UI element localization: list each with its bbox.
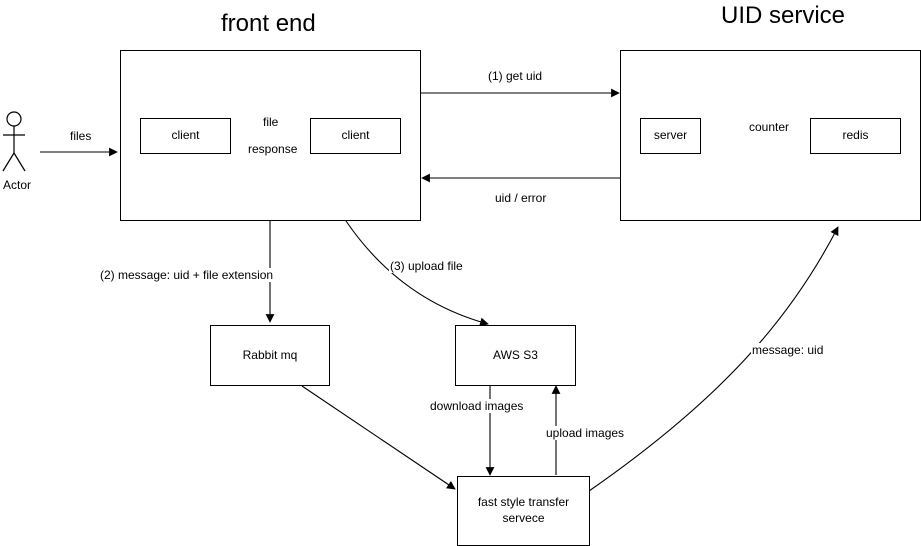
label-message-uid: message: uid	[751, 343, 825, 357]
label-counter: counter	[749, 120, 790, 134]
node-aws-s3: AWS S3	[455, 325, 576, 386]
actor-label: Actor	[3, 178, 32, 192]
title-front-end: front end	[221, 10, 316, 37]
label-upload-images: upload images	[545, 426, 626, 440]
title-uid-service: UID service	[721, 2, 846, 29]
node-client-right: client	[310, 118, 401, 154]
label-message-ext: (2) message: uid + file extension	[99, 268, 275, 282]
label-uid-error: uid / error	[495, 191, 547, 205]
edge-rabbit-to-fst	[301, 385, 456, 490]
node-rabbit-mq: Rabbit mq	[210, 325, 330, 386]
edge-upload-file	[345, 220, 489, 327]
label-files: files	[70, 129, 92, 143]
label-upload-file: (3) upload file	[389, 259, 464, 273]
node-client-left: client	[140, 118, 231, 154]
node-redis: redis	[810, 118, 901, 154]
label-file: file	[263, 115, 279, 129]
edge-message-uid	[588, 226, 839, 492]
label-response: response	[248, 142, 298, 156]
actor-icon	[2, 111, 26, 172]
node-server: server	[640, 118, 701, 154]
label-get-uid: (1) get uid	[488, 69, 543, 83]
label-download-images: download images	[429, 399, 525, 413]
node-fast-style-transfer: fast style transfer servece	[457, 476, 590, 546]
